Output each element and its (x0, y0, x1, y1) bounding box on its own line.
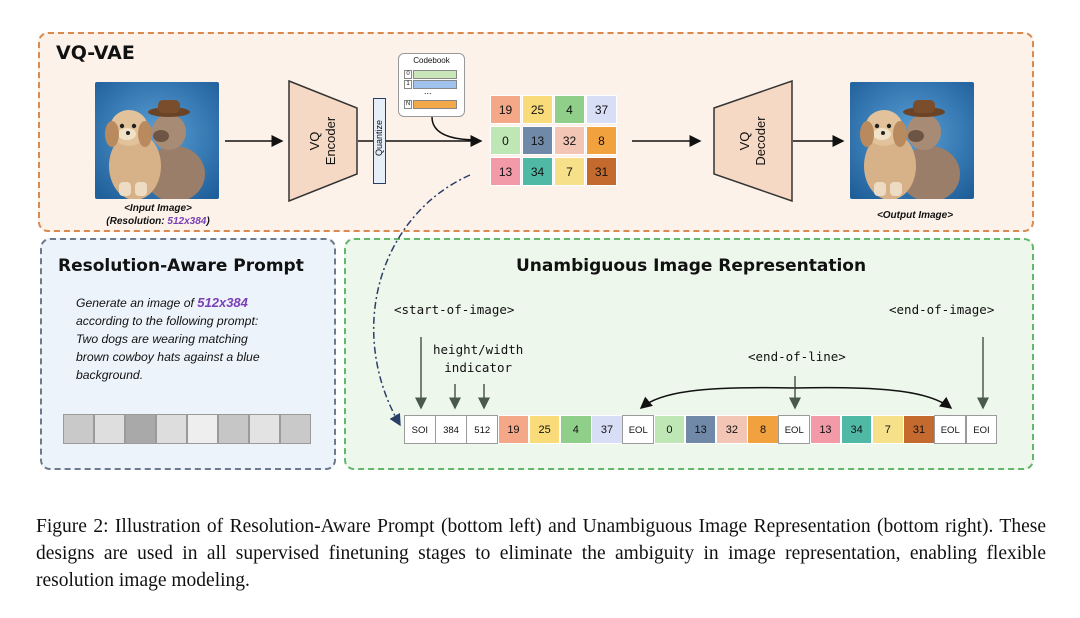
sequence-token: 384 (435, 415, 467, 444)
prompt-line3: Two dogs are wearing matching (76, 332, 248, 346)
prompt-token (63, 414, 94, 444)
end-of-image-label: <end-of-image> (889, 302, 995, 317)
sequence-token: EOI (965, 415, 998, 444)
prompt-line1-prefix: Generate an image of (76, 296, 198, 310)
vq-decoder: VQ Decoder (713, 80, 793, 202)
output-image-caption: <Output Image> (876, 210, 954, 221)
sequence-token: 25 (528, 415, 561, 444)
resolution-value: 512x384 (167, 216, 207, 227)
sequence-token: 32 (716, 415, 748, 444)
grid-token: 34 (522, 157, 553, 186)
sequence-token: 34 (840, 415, 873, 444)
grid-token: 32 (554, 126, 585, 155)
vq-vae-title: VQ-VAE (56, 42, 135, 64)
hw-label-line1: height/width (433, 342, 524, 357)
grid-token: 7 (554, 157, 585, 186)
sequence-token: 512 (466, 415, 499, 444)
codebook-ellipsis: ... (424, 86, 432, 96)
sequence-token: 13 (684, 415, 717, 444)
grid-token: 13 (522, 126, 553, 155)
grid-token: 13 (490, 157, 521, 186)
resolution-suffix: ) (206, 216, 210, 227)
sequence-token: EOL (778, 415, 811, 444)
sequence-token: 8 (747, 415, 779, 444)
grid-token: 19 (490, 95, 521, 124)
sequence-token: 31 (903, 415, 935, 444)
codebook-entry (413, 80, 457, 89)
sequence-token: 0 (653, 415, 686, 444)
decoder-label-line2: Decoder (753, 116, 768, 166)
sequence-token: 4 (560, 415, 592, 444)
prompt-line2: according to the following prompt: (76, 314, 259, 328)
prompt-text: Generate an image of 512x384 according t… (76, 294, 326, 384)
codebook-index: 1 (404, 80, 412, 89)
prompt-resolution: 512x384 (197, 295, 248, 310)
prompt-token (94, 414, 125, 444)
codebook-entry (413, 100, 457, 109)
encoder-label-line1: VQ (307, 131, 322, 151)
grid-token: 4 (554, 95, 585, 124)
unambiguous-representation-title: Unambiguous Image Representation (516, 256, 867, 276)
resolution-prefix: (Resolution: (106, 216, 168, 227)
grid-token: 8 (586, 126, 617, 155)
output-dog-image (850, 82, 974, 199)
encoder-label-line2: Encoder (323, 116, 338, 166)
resolution-aware-prompt-title: Resolution-Aware Prompt (58, 256, 304, 276)
hw-label-line2: indicator (444, 360, 513, 375)
grid-token: 37 (586, 95, 617, 124)
sequence-token: SOI (404, 415, 436, 444)
figure-caption: Figure 2: Illustration of Resolution-Awa… (36, 516, 1046, 591)
prompt-token (218, 414, 249, 444)
start-of-image-label: <start-of-image> (394, 302, 515, 317)
prompt-token (156, 414, 187, 444)
sequence-token: 19 (497, 415, 530, 444)
decoder-label-line1: VQ (737, 131, 752, 151)
grid-token: 25 (522, 95, 553, 124)
codebook-index: N (404, 100, 412, 109)
prompt-token (280, 414, 311, 444)
prompt-token (125, 414, 156, 444)
sequence-token: 7 (872, 415, 904, 444)
vq-encoder: VQ Encoder (288, 80, 358, 202)
grid-token: 0 (490, 126, 521, 155)
prompt-line5: background. (76, 368, 144, 382)
end-of-line-label: <end-of-line> (748, 349, 846, 364)
codebook-title: Codebook (413, 56, 450, 65)
sequence-token: EOL (934, 415, 967, 444)
sequence-token: EOL (622, 415, 655, 444)
input-image-caption: <Input Image> (124, 203, 192, 214)
codebook-index: 0 (404, 70, 412, 79)
input-dog-image (95, 82, 219, 199)
grid-token: 31 (586, 157, 617, 186)
sequence-token: 13 (809, 415, 842, 444)
input-resolution-caption: (Resolution: 512x384) (78, 216, 238, 227)
height-width-indicator-label: height/width indicator (433, 341, 523, 377)
quantize-block (373, 98, 386, 184)
decoder-label: VQ Decoder (737, 91, 769, 191)
prompt-token (249, 414, 280, 444)
prompt-line4: brown cowboy hats against a blue (76, 350, 260, 364)
prompt-token (187, 414, 218, 444)
encoder-label: VQ Encoder (307, 91, 339, 191)
sequence-token: 37 (591, 415, 623, 444)
quantize-label: Quantize (374, 119, 384, 157)
codebook-entry (413, 70, 457, 79)
